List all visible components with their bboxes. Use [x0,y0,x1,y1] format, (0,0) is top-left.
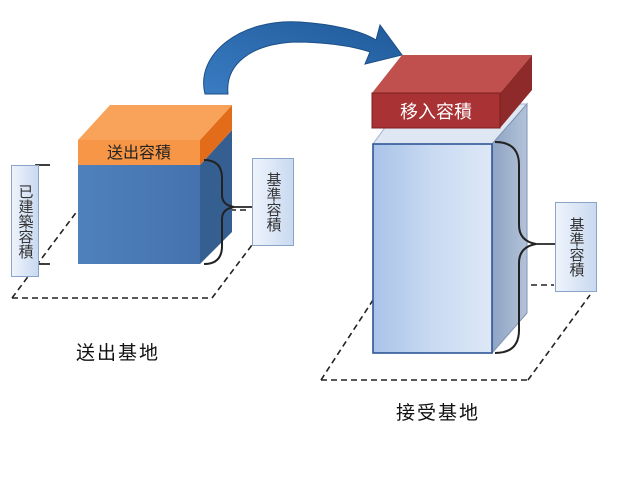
receive-building [372,102,529,355]
send-building-front [78,165,200,264]
receive-volume: 移入容積 [371,55,532,129]
send-building-side [200,130,232,264]
receive-site-caption: 接受基地 [396,402,481,424]
send-volume-side [200,105,232,165]
receive-volume-label: 移入容積 [400,102,472,123]
receive-building-front [372,143,493,354]
send-volume-label: 送出容積 [107,143,171,162]
receive-volume-side [500,55,532,128]
built-volume-label: 已建築容積 [11,165,39,277]
send-volume-front [78,140,200,165]
send-base-volume-label: 基準容積 [252,158,294,246]
send-building: 送出容積 [78,105,232,264]
receive-base-volume-label: 基準容積 [555,202,597,292]
send-site-caption: 送出基地 [76,342,161,364]
send-volume-top [78,105,232,140]
receive-volume-top [372,55,532,93]
receive-volume-front [371,92,501,129]
transfer-arrow [203,21,403,95]
